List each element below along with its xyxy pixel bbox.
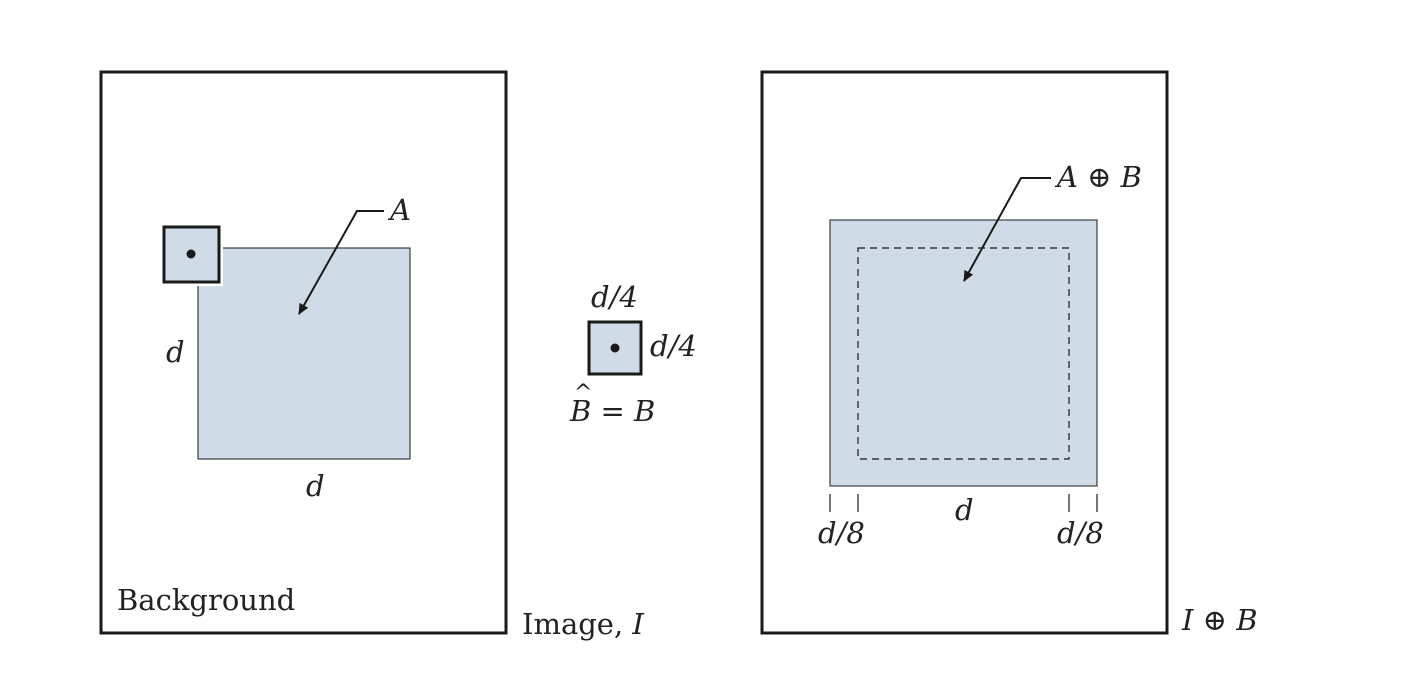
label-a: A (387, 193, 411, 227)
label-center-d: d (955, 493, 974, 527)
label-d-vertical: d (166, 335, 185, 369)
caption-i-dilate-b: I ⊕ B (1181, 603, 1258, 637)
label-side-d4: d/4 (650, 329, 697, 363)
hat-mark: ^ (574, 381, 592, 406)
left-panel: A d d Background Image, I (99, 70, 644, 641)
arrow-to-dilation (963, 177, 1051, 282)
label-top-d4: d/4 (591, 280, 638, 314)
result-frame (760, 70, 1169, 635)
original-a-outline (857, 247, 1070, 460)
label-b-equals-b: B = B (569, 394, 655, 428)
image-frame (99, 70, 508, 635)
label-d-horizontal: d (306, 469, 325, 503)
dilated-region (829, 219, 1098, 487)
origin-dot (186, 249, 196, 259)
arrow-to-a (298, 210, 384, 315)
structuring-element-group: d/4 d/4 ^ B = B (569, 280, 697, 428)
origin-dot-b (610, 343, 620, 353)
right-panel: A ⊕ B d/8 d d/8 I ⊕ B (760, 70, 1258, 637)
label-background: Background (117, 583, 295, 617)
label-a-dilate-b: A ⊕ B (1054, 160, 1142, 194)
caption-image: Image, I (522, 607, 644, 641)
label-left-d8: d/8 (818, 516, 865, 550)
object-a-square (197, 247, 411, 460)
label-right-d8: d/8 (1057, 516, 1104, 550)
